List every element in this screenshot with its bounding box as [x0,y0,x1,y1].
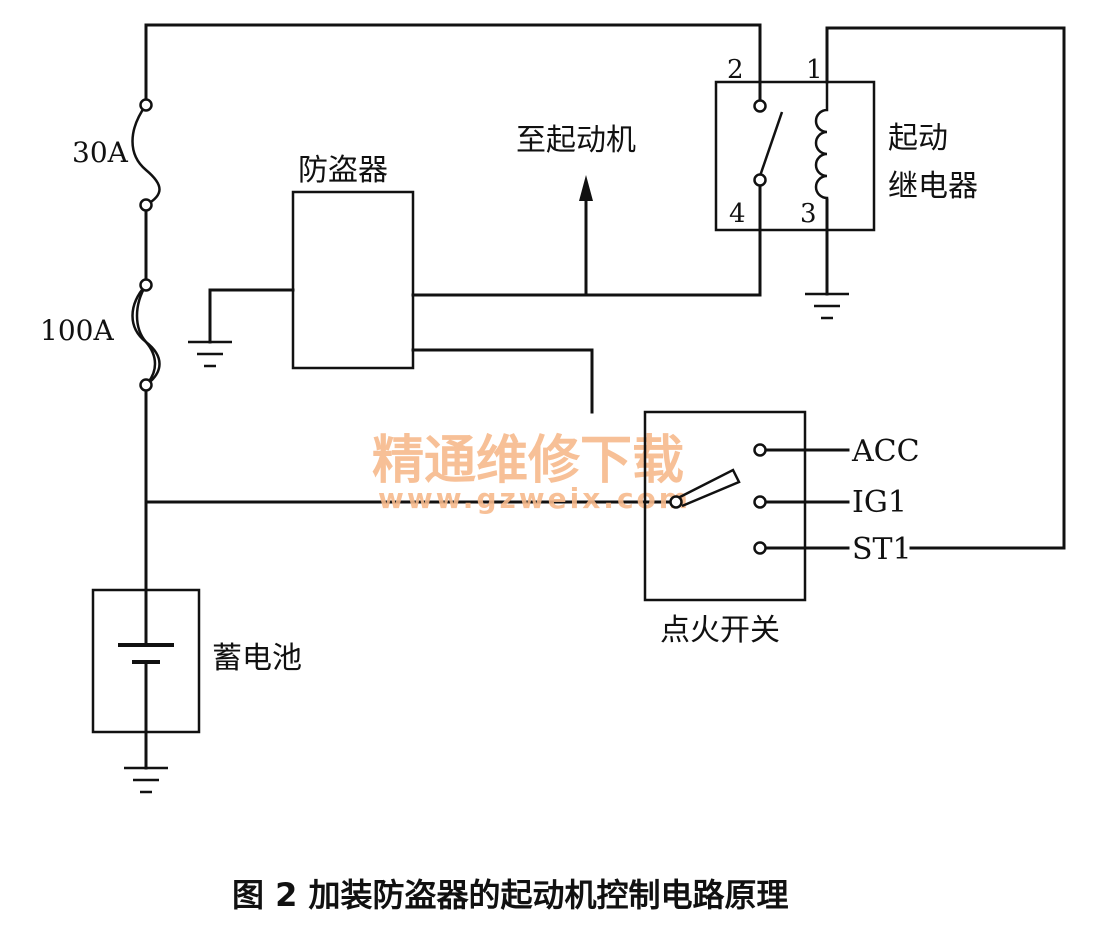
starter-relay-box [714,80,876,232]
relay-contact-switch [753,99,784,187]
relay-pin-2-label: 2 [727,55,744,85]
figure-caption: 图 2 加装防盗器的起动机控制电路原理 [232,876,789,914]
battery-label: 蓄电池 [212,641,302,676]
switch-st1-label: ST1 [852,532,912,567]
to-starter-label: 至起动机 [516,123,636,158]
immobilizer-ground-wire [208,288,295,344]
to-starter-arrow [579,175,593,201]
relay-label-line1: 起动 [888,121,948,156]
relay-ground-symbol [805,292,849,320]
ignition-switch-label: 点火开关 [660,613,780,648]
fuse-30a [131,98,161,212]
ignition-switch-terminals [753,443,850,555]
main-bus-upper [144,23,762,107]
switch-acc-label: ACC [851,434,920,469]
relay-pin-1-label: 1 [806,55,823,85]
relay-coil-icon [814,82,829,200]
immobilizer-label: 防盗器 [298,153,388,188]
battery-icon [118,588,174,734]
watermark-url: www.gzweix.com [378,482,691,515]
relay-pin-3-label: 3 [800,199,817,229]
ignition-switch-box [643,410,807,602]
immobilizer-to-switch-wire [411,348,594,414]
relay-label-line2: 继电器 [888,169,978,204]
immobilizer-box [291,190,415,370]
battery-ground-symbol [124,766,168,794]
immobilizer-ground-symbol [188,340,232,368]
relay-pin-4-label: 4 [729,199,746,229]
fuse-100a-label: 100A [40,314,114,347]
coil-to-st1-wire [825,26,1066,550]
switch-ig1-label: IG1 [852,485,907,520]
fuse-100a [131,278,161,392]
fuse-30a-label: 30A [72,136,129,169]
immobilizer-to-relay-wire [411,181,762,297]
ignition-switch-lever [669,468,741,509]
watermark-text: 精通维修下载 [372,431,684,491]
